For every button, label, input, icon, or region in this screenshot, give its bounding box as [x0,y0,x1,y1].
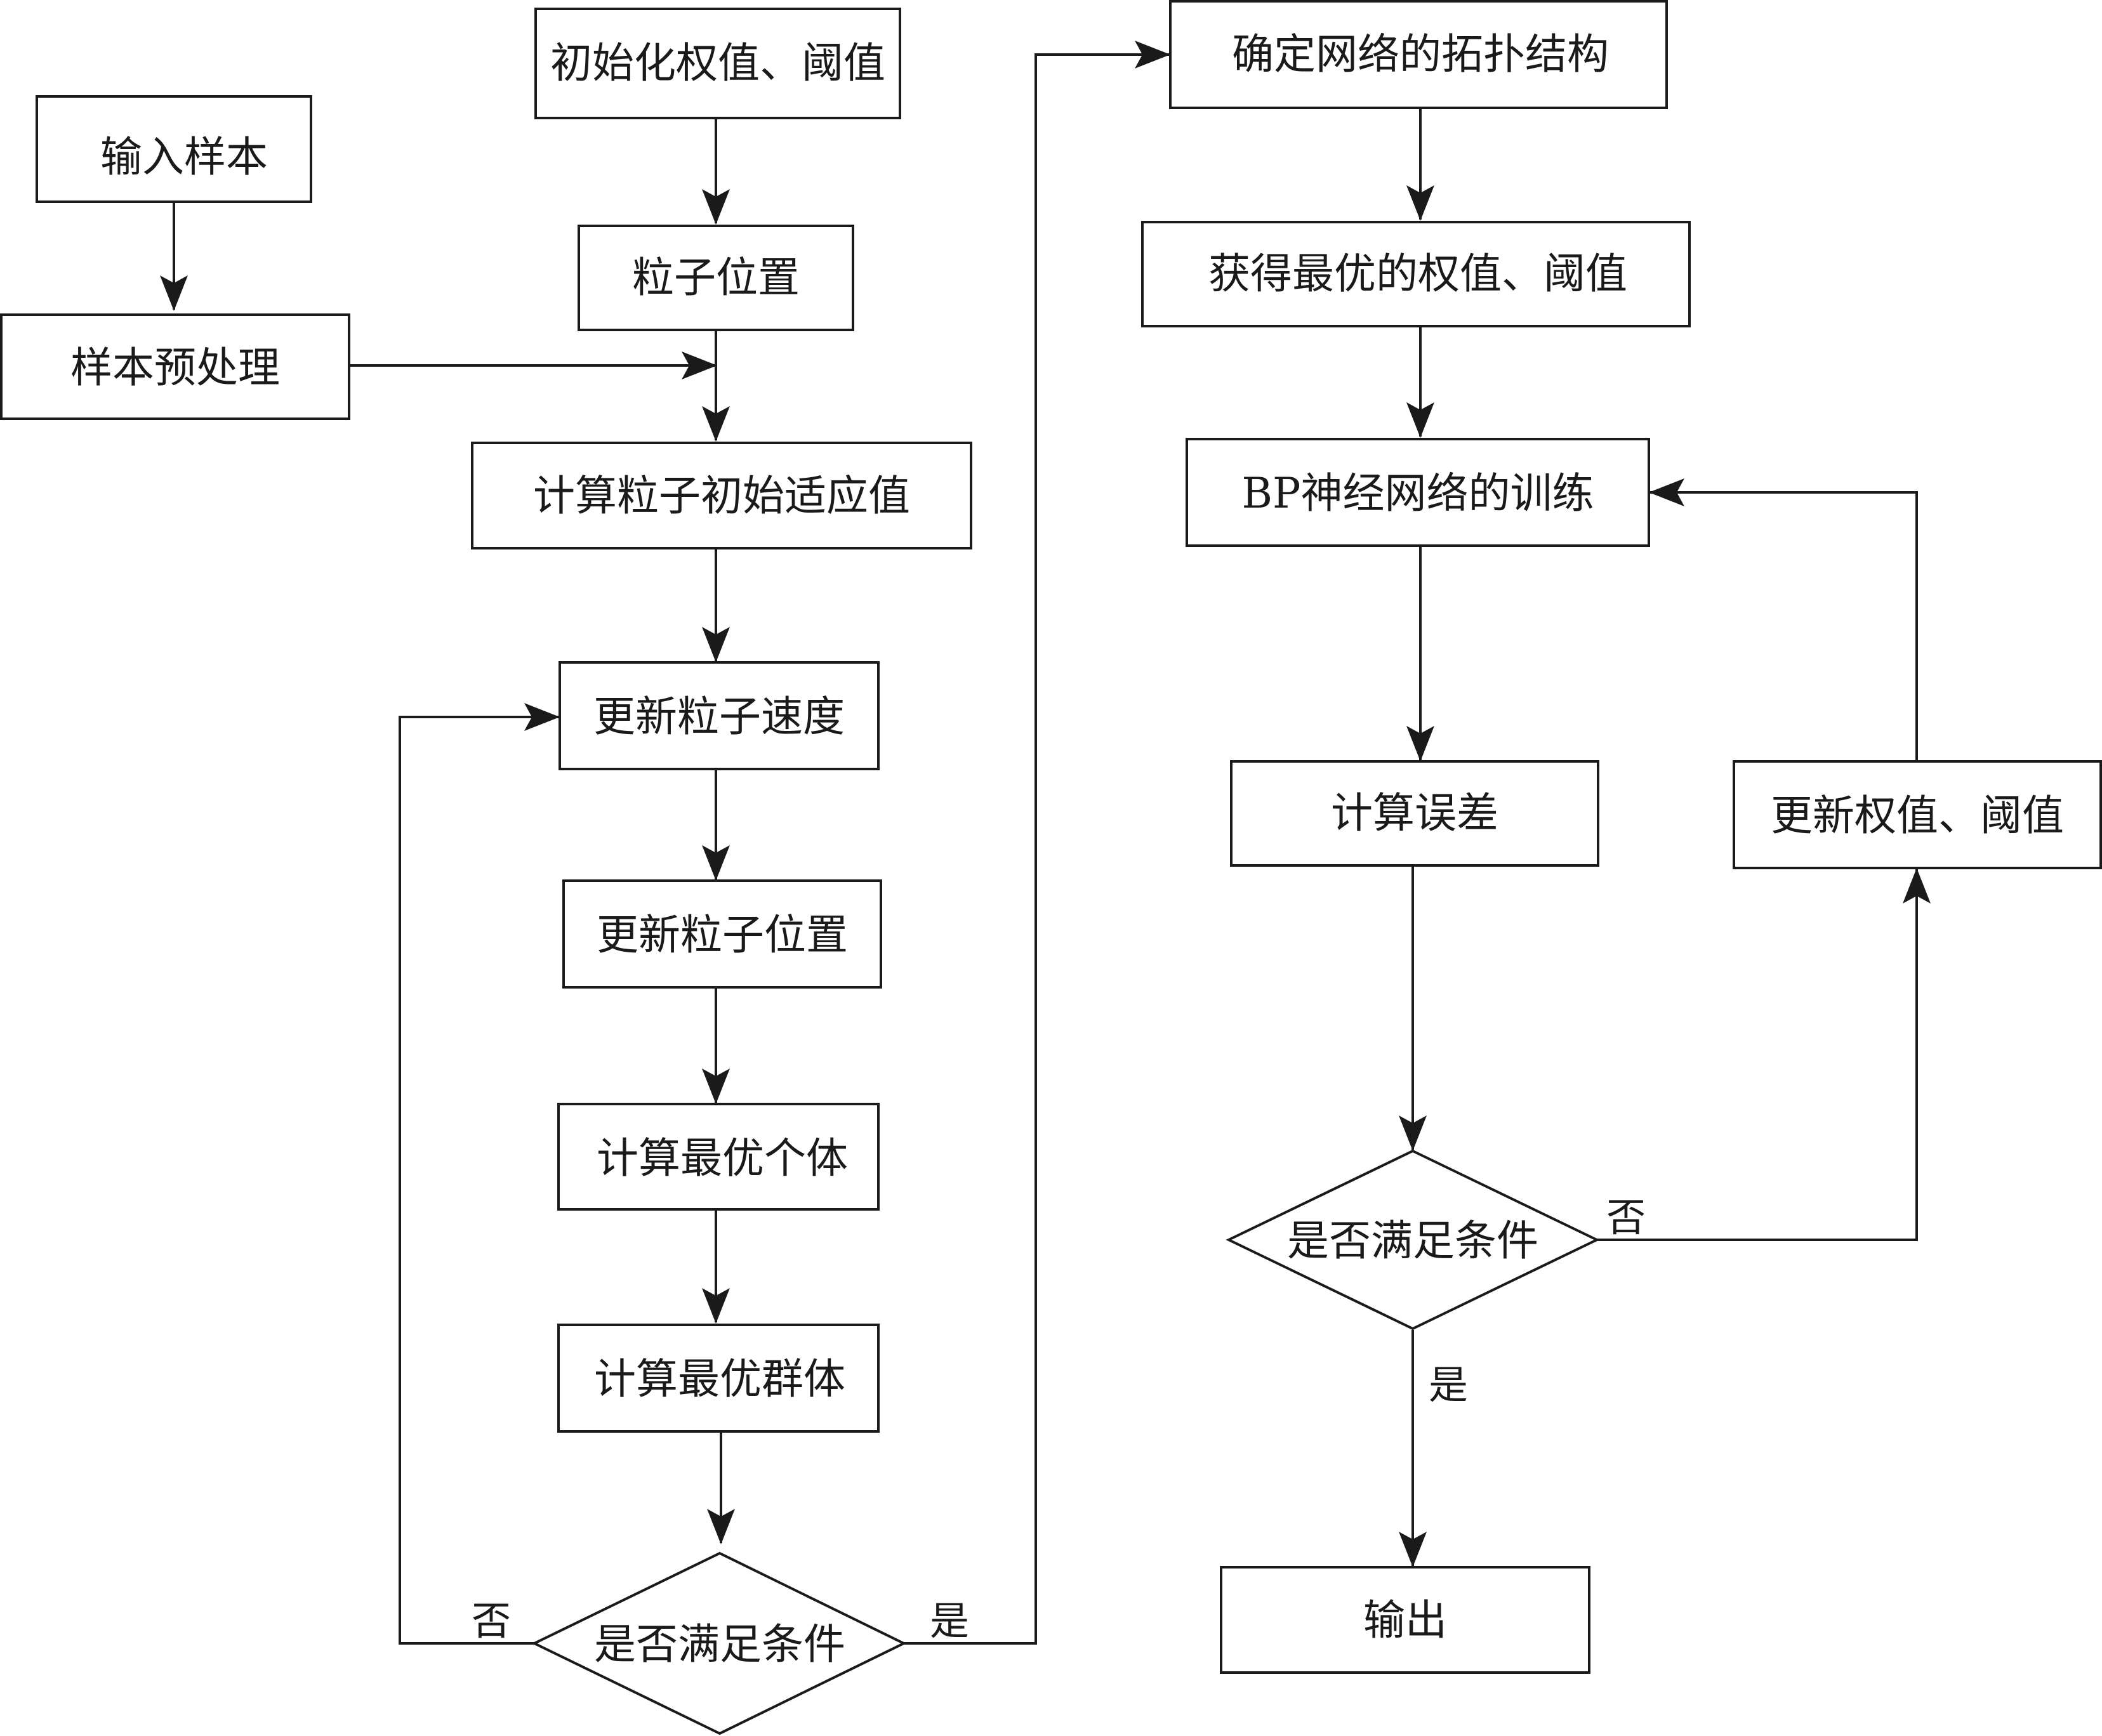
svg-text:确定网络的拓扑结构: 确定网络的拓扑结构 [1232,30,1609,79]
node-preprocess: 样本预处理 [0,313,350,420]
svg-text:更新权值、阈值: 更新权值、阈值 [1771,791,2064,840]
node-get-optimal-weights: 获得最优的权值、阈值 [1141,221,1691,327]
node-update-velocity: 更新粒子速度 [559,661,880,770]
edge-pso-no-loop [399,703,560,1645]
svg-text:更新粒子速度: 更新粒子速度 [593,692,845,741]
node-calc-best-group: 计算最优群体 [557,1324,880,1433]
label-bp-no: 否 [1606,1194,1646,1240]
svg-text:获得最优的权值、阈值: 获得最优的权值、阈值 [1208,249,1627,298]
svg-text:BP神经网络的训练: BP神经网络的训练 [1242,469,1594,518]
label-pso-yes: 是 [930,1598,969,1644]
svg-text:初始化权值、阈值: 初始化权值、阈值 [550,39,885,88]
node-pso-condition: 是否满足条件 [531,1551,907,1735]
node-update-weights: 更新权值、阈值 [1733,760,2102,869]
node-calc-best-individual: 计算最优个体 [557,1103,880,1211]
svg-text:更新粒子位置: 更新粒子位置 [597,911,848,959]
svg-text:输出: 输出 [1363,1596,1447,1645]
node-init-weights: 初始化权值、阈值 [534,8,901,119]
edge-bp-no-to-update [1597,868,1931,1241]
svg-text:计算粒子初始适应值: 计算粒子初始适应值 [533,471,910,520]
node-particle-position: 粒子位置 [578,225,854,331]
svg-text:是否满足条件: 是否满足条件 [594,1620,845,1669]
label-pso-no: 否 [472,1598,511,1644]
edge-pso-yes-to-topology [904,41,1170,1645]
node-update-position: 更新粒子位置 [562,879,882,989]
edge-update-to-training [1649,478,1918,763]
label-bp-yes: 是 [1429,1362,1468,1408]
svg-text:计算最优群体: 计算最优群体 [594,1355,845,1404]
node-input-sample: 输入样本 [36,95,312,203]
svg-text:输入样本: 输入样本 [100,133,268,181]
svg-text:计算误差: 计算误差 [1331,789,1498,838]
node-calc-error: 计算误差 [1230,760,1599,867]
node-bp-condition: 是否满足条件 [1226,1149,1600,1331]
node-determine-topology: 确定网络的拓扑结构 [1169,0,1668,109]
svg-text:样本预处理: 样本预处理 [70,343,280,392]
node-bp-training: BP神经网络的训练 [1186,438,1650,547]
node-output: 输出 [1220,1566,1590,1674]
svg-text:计算最优个体: 计算最优个体 [597,1134,848,1183]
node-calc-initial-fitness: 计算粒子初始适应值 [471,442,972,549]
svg-text:是否满足条件: 是否满足条件 [1287,1216,1538,1265]
svg-text:粒子位置: 粒子位置 [632,253,800,302]
